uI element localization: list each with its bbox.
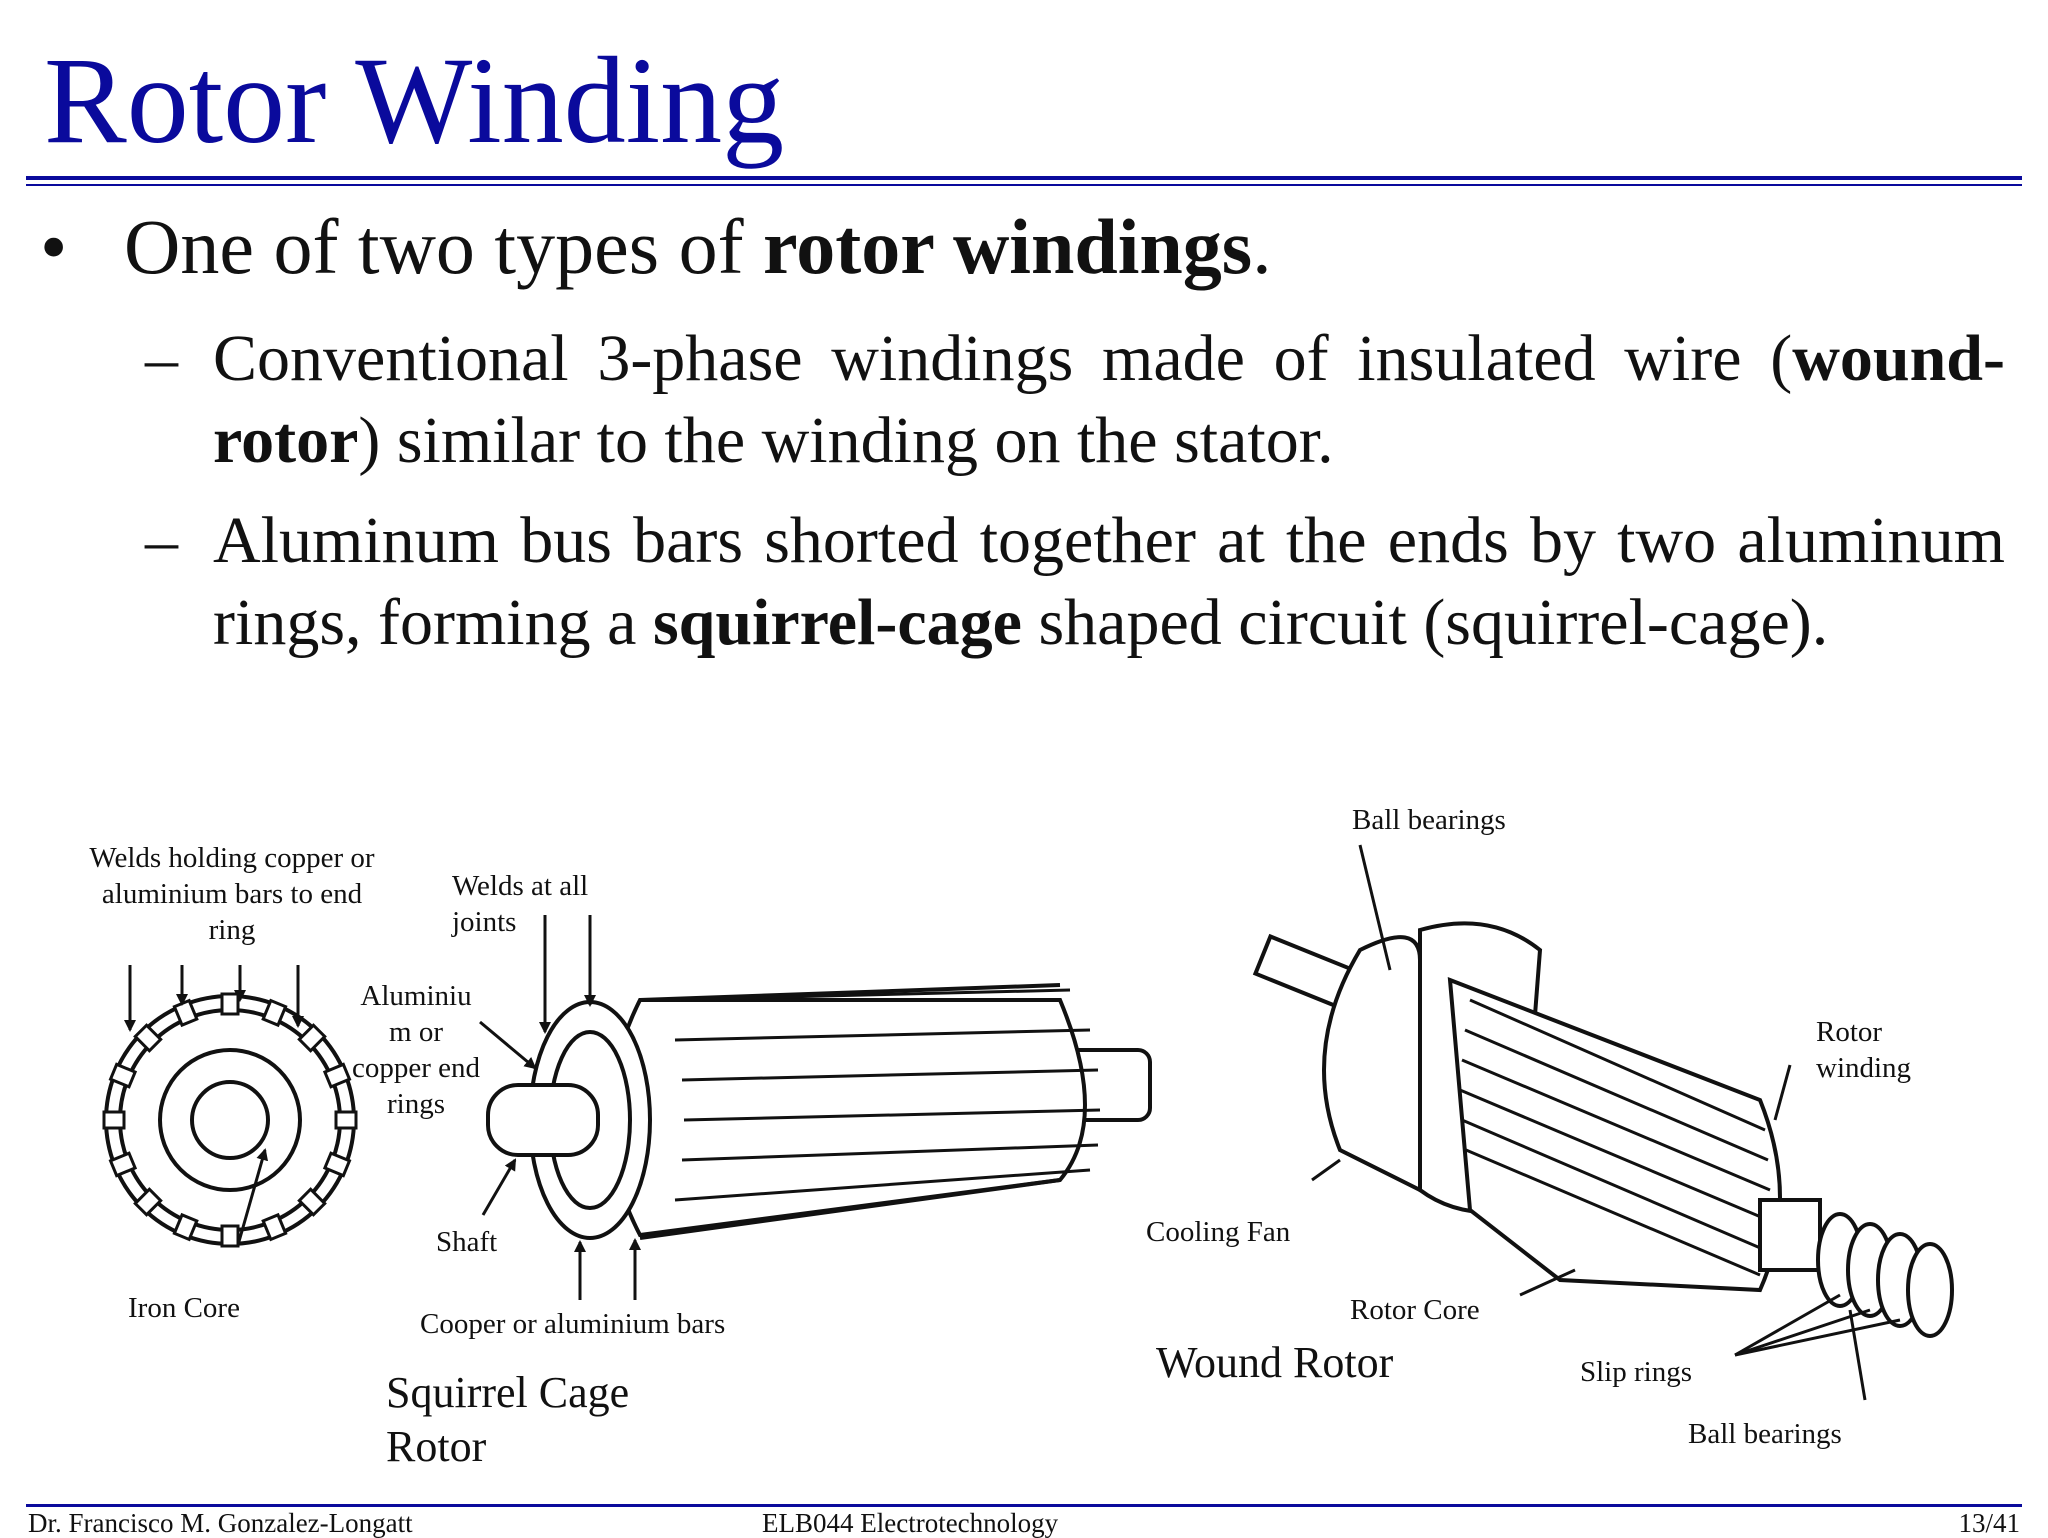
title-rule bbox=[26, 176, 2022, 180]
footer-rule bbox=[26, 1504, 2022, 1507]
footer-page-number: 13/41 bbox=[1958, 1508, 2020, 1538]
label-welds-end-ring: Welds holding copper or aluminium bars t… bbox=[89, 842, 375, 946]
label-iron-core: Iron Core bbox=[128, 1292, 240, 1324]
slide-title: Rotor Winding bbox=[44, 32, 785, 169]
title-rule-thin bbox=[26, 184, 2022, 186]
squirrel-cage-end-view bbox=[102, 992, 358, 1248]
wound-rotor-leaders bbox=[1311, 844, 1901, 1401]
bullet-main-text: One of two types of rotor windings. bbox=[124, 203, 1272, 290]
bullet-dot: • bbox=[40, 203, 68, 290]
label-rotor-core: Rotor Core bbox=[1350, 1294, 1480, 1326]
label-bars: Cooper or aluminium bars bbox=[420, 1308, 726, 1340]
weld-arrows bbox=[124, 965, 304, 1246]
label-cooling-fan: Cooling Fan bbox=[1146, 1216, 1291, 1248]
footer-author: Dr. Francisco M. Gonzalez-Longatt bbox=[28, 1508, 413, 1538]
label-ball-bearings-bottom: Ball bearings bbox=[1688, 1418, 1842, 1450]
sub-bullet-dash: – bbox=[145, 504, 178, 577]
label-ball-bearings-top: Ball bearings bbox=[1352, 804, 1506, 836]
footer-course: ELB044 Electrotechnology bbox=[762, 1508, 1059, 1538]
label-end-rings: Aluminiu m or copper end rings bbox=[351, 980, 481, 1120]
sub-bullet-text: Aluminum bus bars shorted together at th… bbox=[213, 504, 2005, 659]
sub-bullet-dash: – bbox=[145, 322, 178, 395]
sub-bullet-text: Conventional 3-phase windings made of in… bbox=[213, 322, 2005, 477]
sub-bullet-squirrel-cage: – Aluminum bus bars shorted together at … bbox=[145, 500, 2005, 664]
label-shaft: Shaft bbox=[436, 1226, 498, 1258]
squirrel-cage-side-view bbox=[486, 983, 1152, 1240]
caption-wound-rotor: Wound Rotor bbox=[1156, 1338, 1394, 1387]
side-view-arrows bbox=[479, 915, 641, 1300]
wound-rotor-drawing bbox=[1252, 921, 1954, 1338]
sub-bullet-wound-rotor: – Conventional 3-phase windings made of … bbox=[145, 318, 2005, 482]
caption-squirrel-cage: Squirrel Cage Rotor bbox=[386, 1368, 630, 1471]
label-welds-joints: Welds at all joints bbox=[452, 870, 589, 938]
label-rotor-winding: Rotor winding bbox=[1816, 1016, 1912, 1084]
label-slip-rings: Slip rings bbox=[1580, 1356, 1692, 1388]
